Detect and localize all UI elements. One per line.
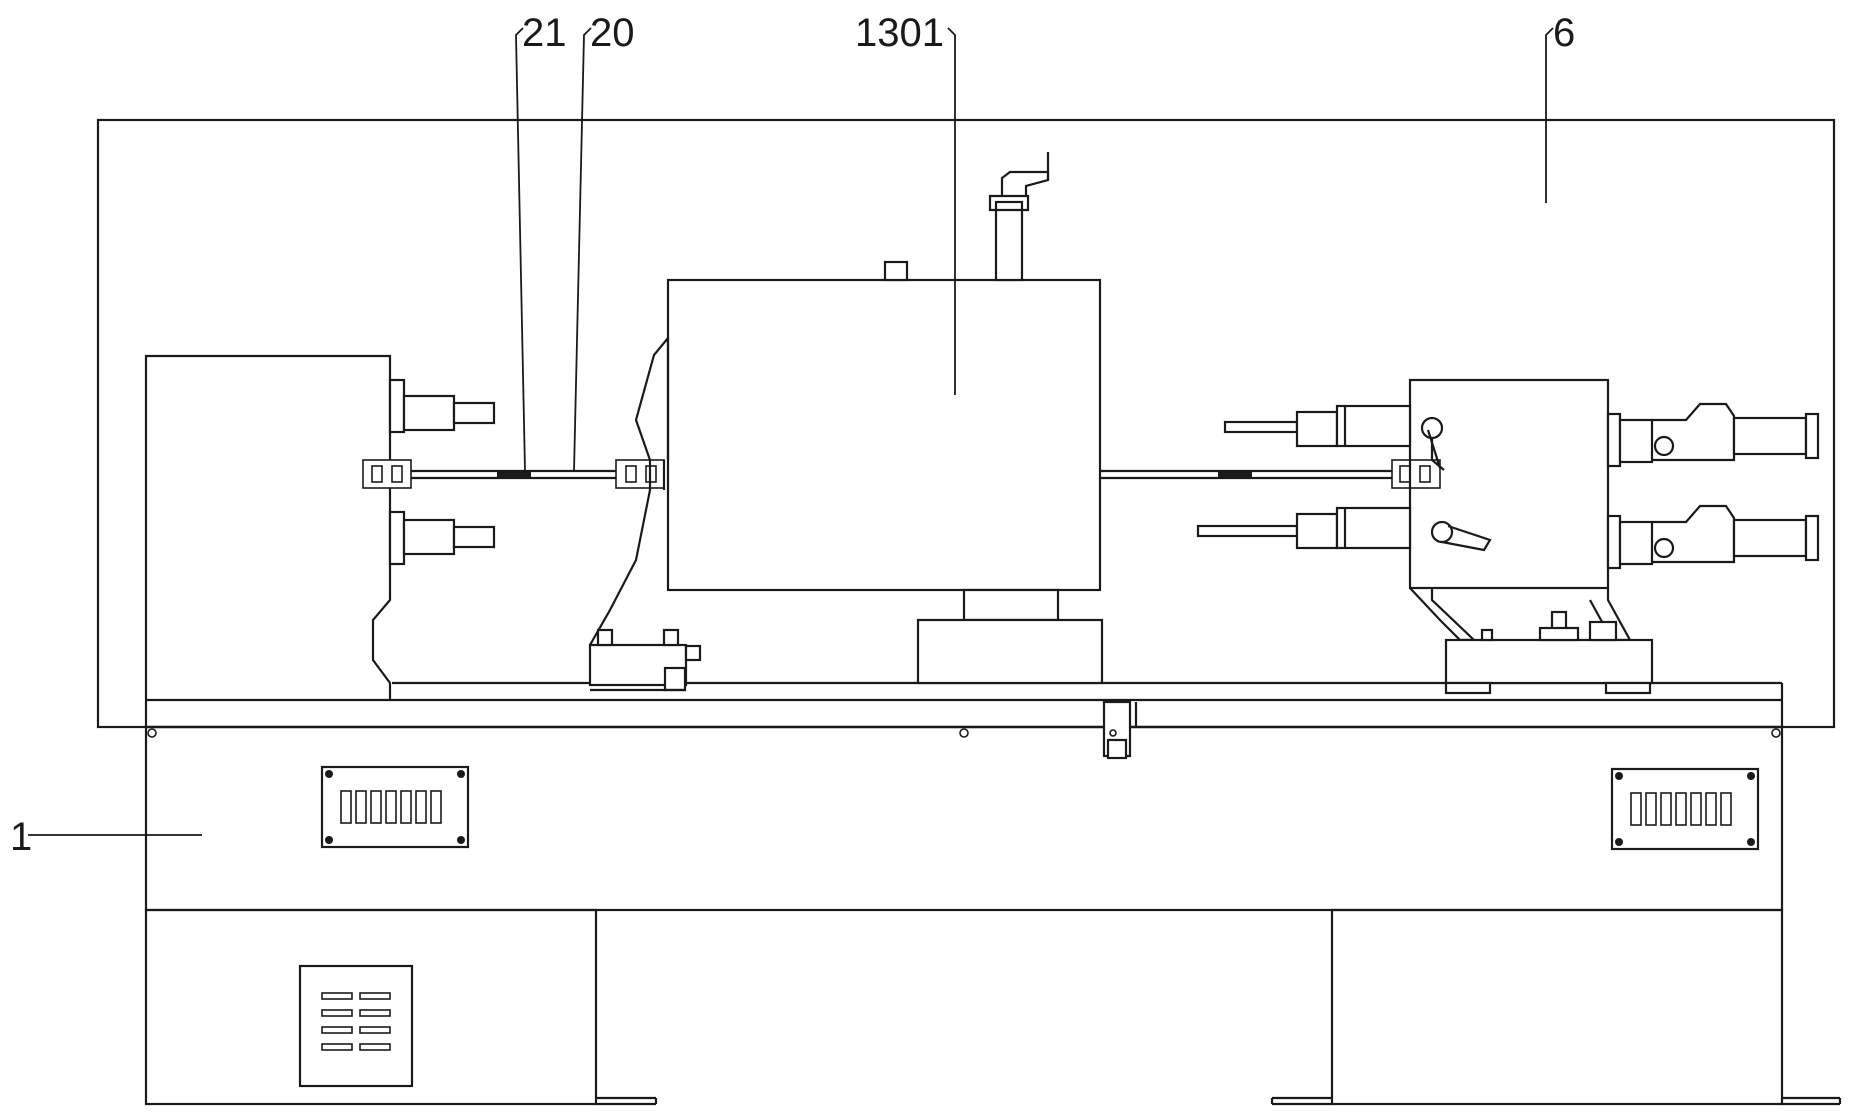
carriage-left-bracket [590,338,700,690]
label-20: 20 [590,11,635,55]
right-feed-rod [1100,460,1440,488]
label-1: 1 [10,815,32,859]
left-headstock [146,356,494,700]
label-21: 21 [522,11,567,55]
machine-base [146,727,1840,1104]
central-carriage [668,152,1136,758]
left-feed-rod [363,460,664,488]
nameplate-right [1612,769,1758,849]
nameplate-left [322,767,468,847]
label-1301: 1301 [855,11,944,55]
vent-grille [300,966,412,1086]
bed-rails [146,683,1782,727]
right-tailstock [1198,380,1818,693]
label-6: 6 [1553,11,1575,55]
